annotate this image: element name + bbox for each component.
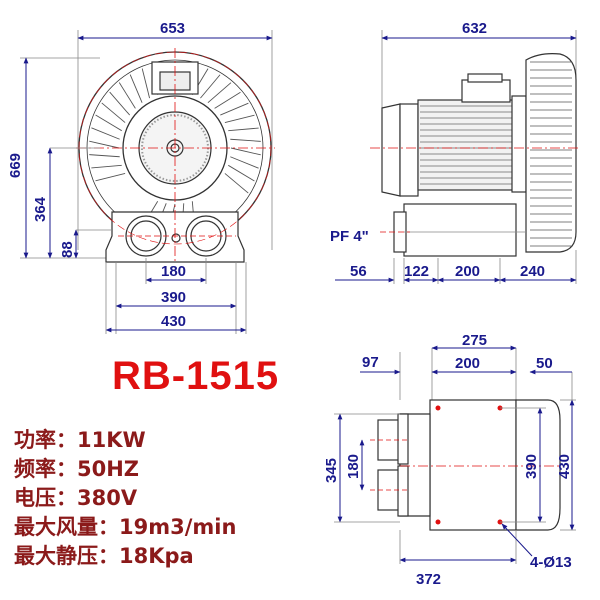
spec-list: 功率：11KW 频率：50HZ 电压：380V 最大风量：19m3/min 最大… (14, 426, 314, 571)
spec-frequency: 频率：50HZ (14, 455, 314, 484)
bottom-h345-label: 345 (323, 458, 340, 483)
front-outlet-height-label: 88 (59, 241, 76, 258)
spec-power-value: 11KW (77, 428, 146, 452)
spec-max-airflow: 最大风量：19m3/min (14, 513, 314, 542)
spec-max-pressure: 最大静压：18Kpa (14, 542, 314, 571)
front-axis-height-label: 364 (32, 196, 49, 222)
spec-max-airflow-value: 19m3/min (119, 515, 237, 539)
bottom-d200-label: 200 (455, 355, 480, 372)
bottom-d275-label: 275 (462, 332, 487, 349)
side-d3-label: 240 (520, 263, 545, 280)
spec-max-pressure-value: 18Kpa (119, 544, 194, 568)
side-d1-label: 122 (404, 263, 429, 280)
bottom-w372-label: 372 (416, 571, 441, 588)
bottom-h430-label: 430 (556, 454, 573, 479)
spec-voltage-label: 电压： (14, 486, 77, 510)
side-view (370, 30, 580, 257)
bottom-h390-label: 390 (523, 454, 540, 479)
front-outlet-spacing-label: 180 (161, 263, 186, 280)
front-width-label: 653 (160, 20, 185, 37)
model-number: RB-1515 (112, 354, 280, 398)
side-port-label: PF 4" (330, 228, 369, 245)
front-height-label: 669 (7, 153, 24, 178)
spec-frequency-value: 50HZ (77, 457, 140, 481)
spec-power: 功率：11KW (14, 426, 314, 455)
front-base-outer-label: 430 (161, 313, 186, 330)
bottom-h180-label: 180 (345, 454, 362, 479)
spec-voltage: 电压：380V (14, 484, 314, 513)
spec-max-airflow-label: 最大风量： (14, 515, 119, 539)
side-offset-label: 56 (350, 263, 367, 280)
front-view (20, 30, 275, 263)
bottom-d97-label: 97 (362, 354, 379, 371)
spec-max-pressure-label: 最大静压： (14, 544, 119, 568)
spec-power-label: 功率： (14, 428, 77, 452)
side-length-label: 632 (462, 20, 487, 37)
spec-frequency-label: 频率： (14, 457, 77, 481)
bottom-d50-label: 50 (536, 355, 553, 372)
side-d2-label: 200 (455, 263, 480, 280)
bottom-holes-label: 4-Ø13 (530, 554, 572, 571)
spec-voltage-value: 380V (77, 486, 138, 510)
front-base-inner-label: 390 (161, 289, 186, 306)
bottom-view (370, 348, 573, 531)
